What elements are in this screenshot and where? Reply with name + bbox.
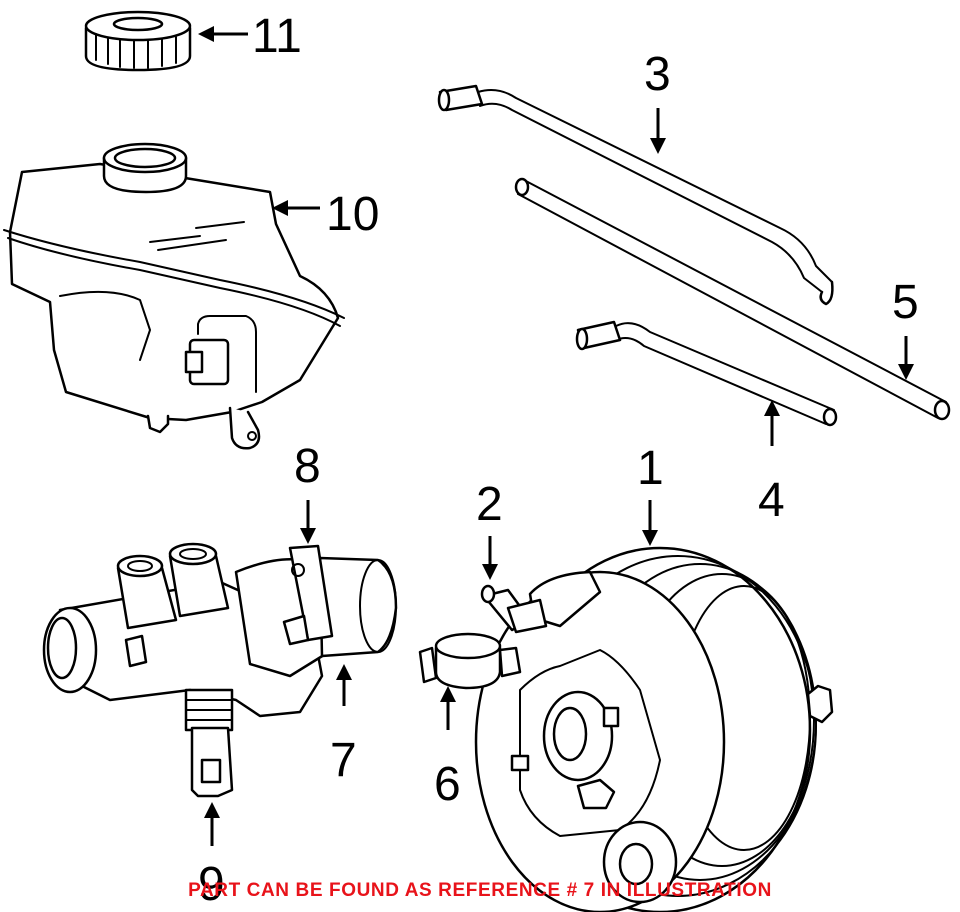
callout-2: 2: [476, 478, 503, 531]
callout-6: 6: [434, 758, 461, 811]
brake-line-3: [437, 84, 834, 306]
brake-line-5: [514, 177, 951, 421]
callout-11: 11: [252, 10, 302, 63]
vacuum-sensor: [418, 632, 522, 690]
callout-5: 5: [892, 276, 919, 329]
fluid-reservoir: [3, 142, 345, 450]
pressure-switch: [190, 726, 234, 798]
brake-line-4: [575, 320, 838, 427]
callout-7: 7: [330, 734, 357, 787]
brake-booster: [474, 546, 834, 912]
leader-lines: [198, 26, 914, 846]
callout-4: 4: [758, 474, 785, 527]
callout-8: 8: [294, 440, 321, 493]
reference-note: PART CAN BE FOUND AS REFERENCE # 7 IN IL…: [188, 880, 772, 901]
callout-3: 3: [644, 48, 671, 101]
callout-10: 10: [326, 188, 379, 241]
check-valve: [480, 584, 548, 634]
callout-1: 1: [637, 442, 664, 495]
callout-9: 9: [198, 858, 225, 911]
callout-labels: 11 10 3 5 4 1 2 6 8 7 9: [198, 10, 919, 911]
reservoir-cap: [84, 10, 192, 72]
master-cylinder: [42, 542, 398, 732]
